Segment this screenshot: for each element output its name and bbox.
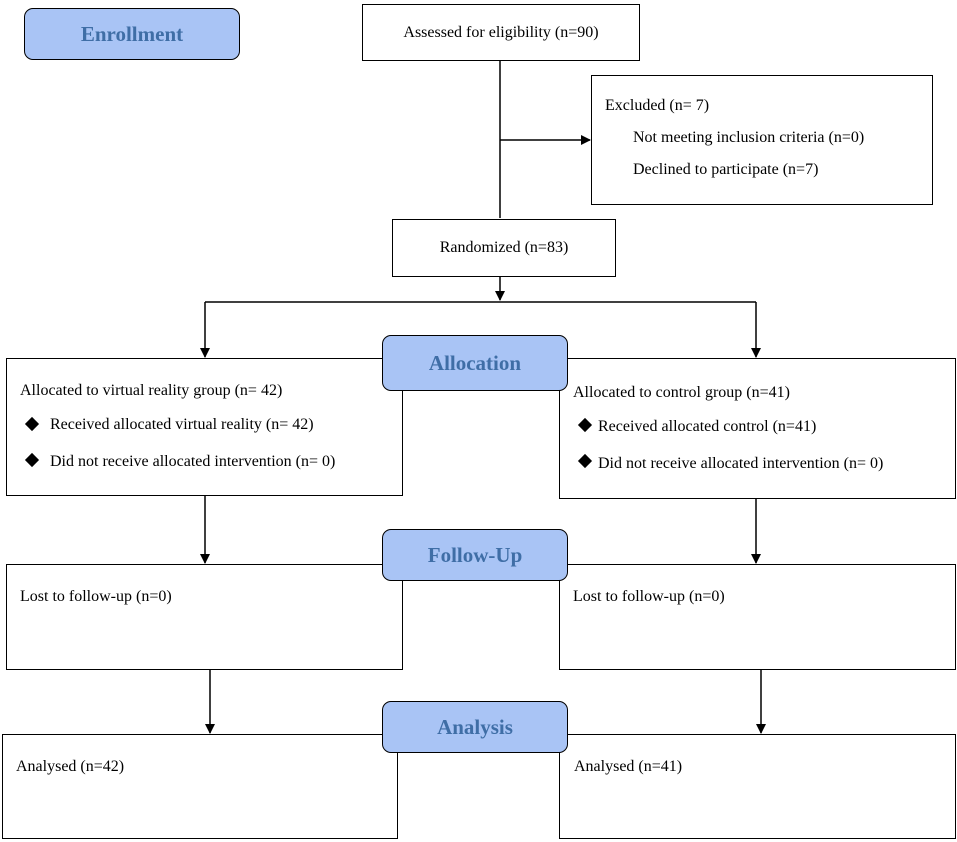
allocation-right-box: Allocated to control group (n=41) Receiv…	[559, 358, 956, 499]
excluded-item: Not meeting inclusion criteria (n=0)	[633, 129, 865, 146]
stage-enrollment-label: Enrollment	[80, 21, 184, 46]
bullet-diamond-icon	[24, 452, 40, 468]
allocation-right-item: Did not receive allocated intervention (…	[598, 455, 884, 472]
randomized-box: Randomized (n=83)	[392, 219, 616, 277]
allocation-left-item: Received allocated virtual reality (n= 4…	[50, 416, 314, 433]
excluded-item: Declined to participate (n=7)	[633, 161, 819, 178]
randomized-text: Randomized (n=83)	[439, 239, 569, 256]
bullet-diamond-icon	[577, 453, 593, 469]
bullet-diamond-icon	[24, 416, 40, 432]
stage-allocation-label: Allocation	[428, 350, 522, 375]
allocation-right-title: Allocated to control group (n=41)	[573, 384, 790, 401]
followup-left-box: Lost to follow-up (n=0)	[6, 564, 403, 670]
allocation-left-title: Allocated to virtual reality group (n= 4…	[20, 382, 283, 399]
assessed-text: Assessed for eligibility (n=90)	[403, 23, 599, 41]
bullet-diamond-icon	[577, 417, 593, 433]
analysis-right-box: Analysed (n=41)	[559, 734, 956, 839]
analysis-left-text: Analysed (n=42)	[16, 758, 125, 775]
stage-analysis: Analysis	[382, 701, 568, 753]
followup-right-text: Lost to follow-up (n=0)	[573, 588, 725, 605]
stage-follow-up: Follow-Up	[382, 529, 568, 581]
allocation-left-item: Did not receive allocated intervention (…	[50, 453, 336, 470]
allocation-left-box: Allocated to virtual reality group (n= 4…	[6, 358, 403, 496]
followup-right-box: Lost to follow-up (n=0)	[559, 564, 956, 670]
followup-left-text: Lost to follow-up (n=0)	[20, 588, 172, 605]
stage-enrollment: Enrollment	[24, 8, 240, 60]
analysis-left-box: Analysed (n=42)	[2, 734, 398, 839]
allocation-right-item: Received allocated control (n=41)	[598, 418, 817, 435]
excluded-box: Excluded (n= 7) Not meeting inclusion cr…	[591, 75, 933, 205]
assessed-box: Assessed for eligibility (n=90)	[362, 4, 640, 61]
excluded-title: Excluded (n= 7)	[605, 97, 710, 114]
stage-allocation: Allocation	[382, 335, 568, 391]
stage-analysis-label: Analysis	[437, 714, 513, 739]
analysis-right-text: Analysed (n=41)	[574, 758, 683, 775]
stage-follow-up-label: Follow-Up	[427, 542, 523, 567]
